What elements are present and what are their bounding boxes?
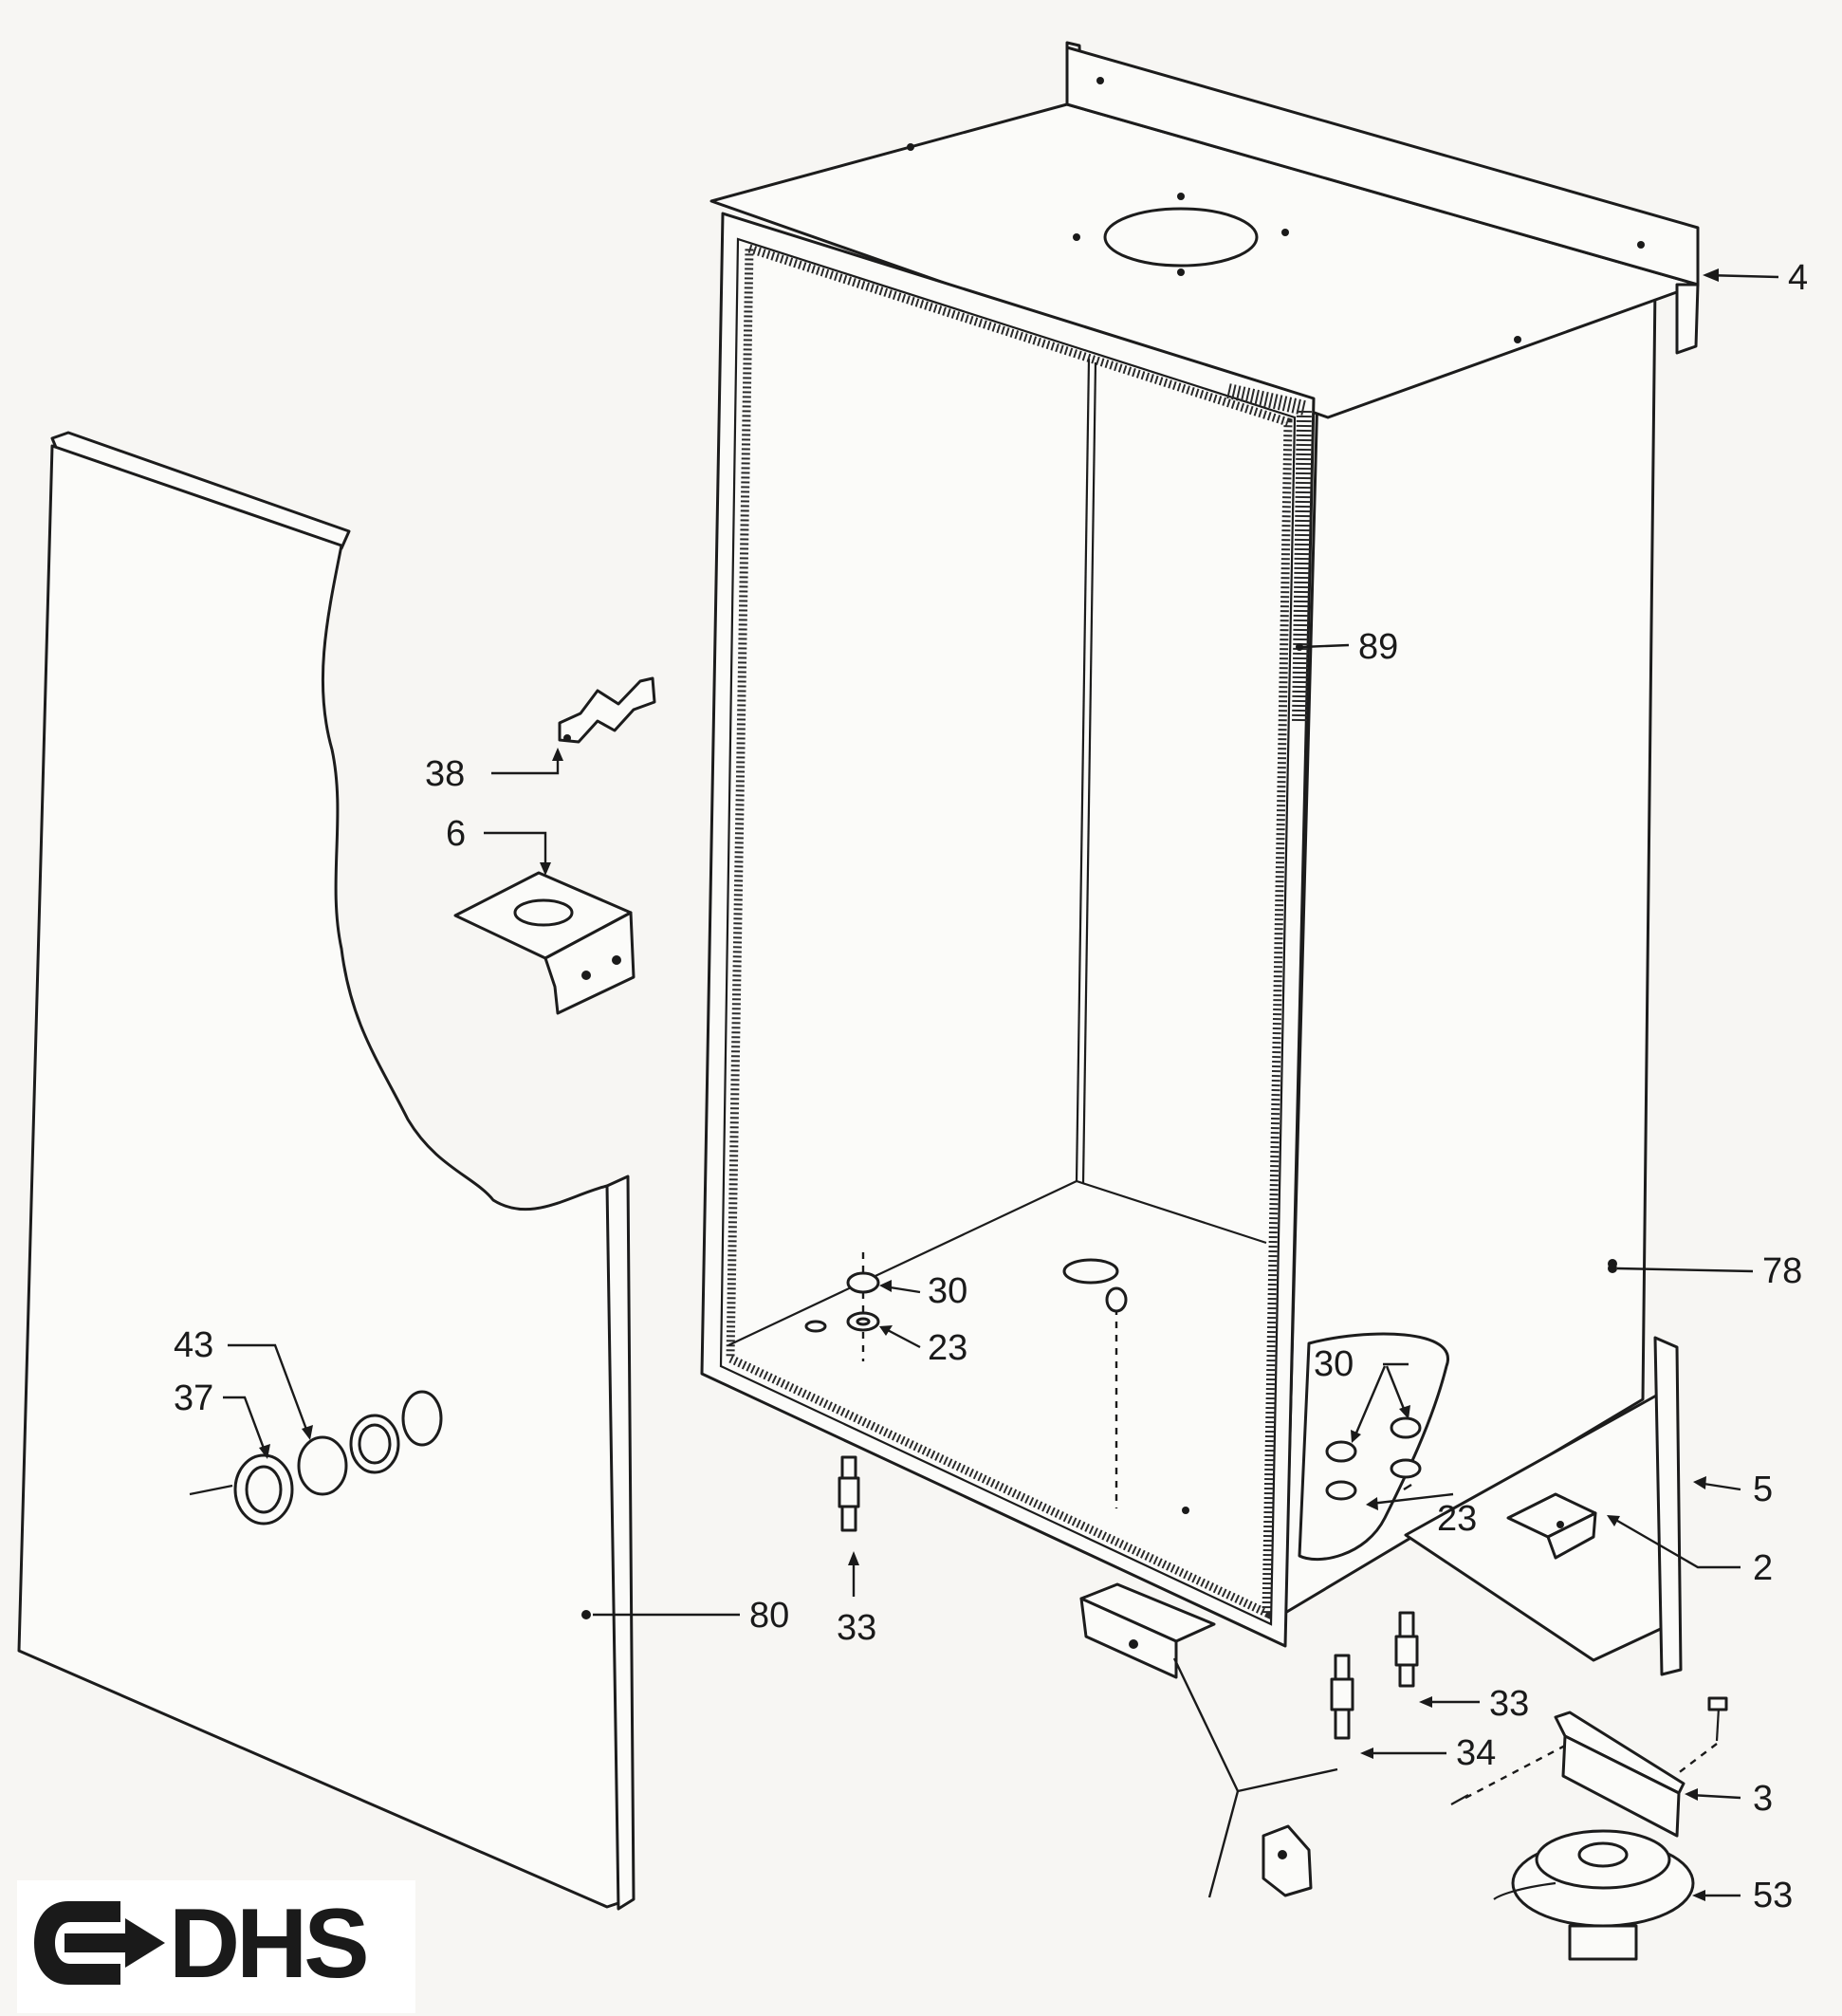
callout-43: 43 (174, 1325, 213, 1365)
dhs-logo-mark-icon (34, 1901, 165, 1985)
callout-30-top: 30 (928, 1271, 967, 1311)
sight-glass-assembly (189, 1390, 443, 1526)
bracket-6 (453, 871, 635, 1015)
leaders (223, 268, 1779, 1901)
callout-80: 80 (749, 1596, 789, 1636)
callout-23-top: 23 (928, 1328, 967, 1368)
clip-38 (558, 676, 656, 744)
dhs-logo-text: DHS (169, 1889, 370, 1999)
callout-5: 5 (1753, 1470, 1773, 1509)
callout-89: 89 (1358, 627, 1398, 667)
callout-23-side: 23 (1437, 1499, 1477, 1539)
electrodes (838, 1455, 1419, 1740)
switch-bracket-3 (1450, 1696, 1728, 1838)
bottom-bracket-2 (1506, 1492, 1597, 1560)
callout-33-left: 33 (837, 1608, 876, 1648)
callout-30-side: 30 (1314, 1344, 1354, 1384)
front-panel (17, 431, 635, 1911)
callout-4: 4 (1788, 258, 1808, 298)
pressure-switch-53 (1493, 1829, 1695, 1961)
callout-2: 2 (1753, 1548, 1773, 1588)
cabinet-case (700, 41, 1700, 1676)
callout-37: 37 (174, 1378, 213, 1418)
callout-78: 78 (1762, 1251, 1802, 1291)
callout-6: 6 (446, 814, 466, 854)
dhs-logo: DHS (17, 1880, 415, 2013)
callout-3: 3 (1753, 1779, 1773, 1819)
mounting-foot-front (1079, 1582, 1338, 1898)
nuts-and-washers (846, 1252, 1449, 1562)
callout-38: 38 (425, 754, 465, 794)
gasket-strip (1226, 383, 1313, 722)
callout-34: 34 (1456, 1733, 1496, 1773)
callout-33-right: 33 (1489, 1684, 1529, 1724)
callout-53: 53 (1753, 1876, 1793, 1915)
